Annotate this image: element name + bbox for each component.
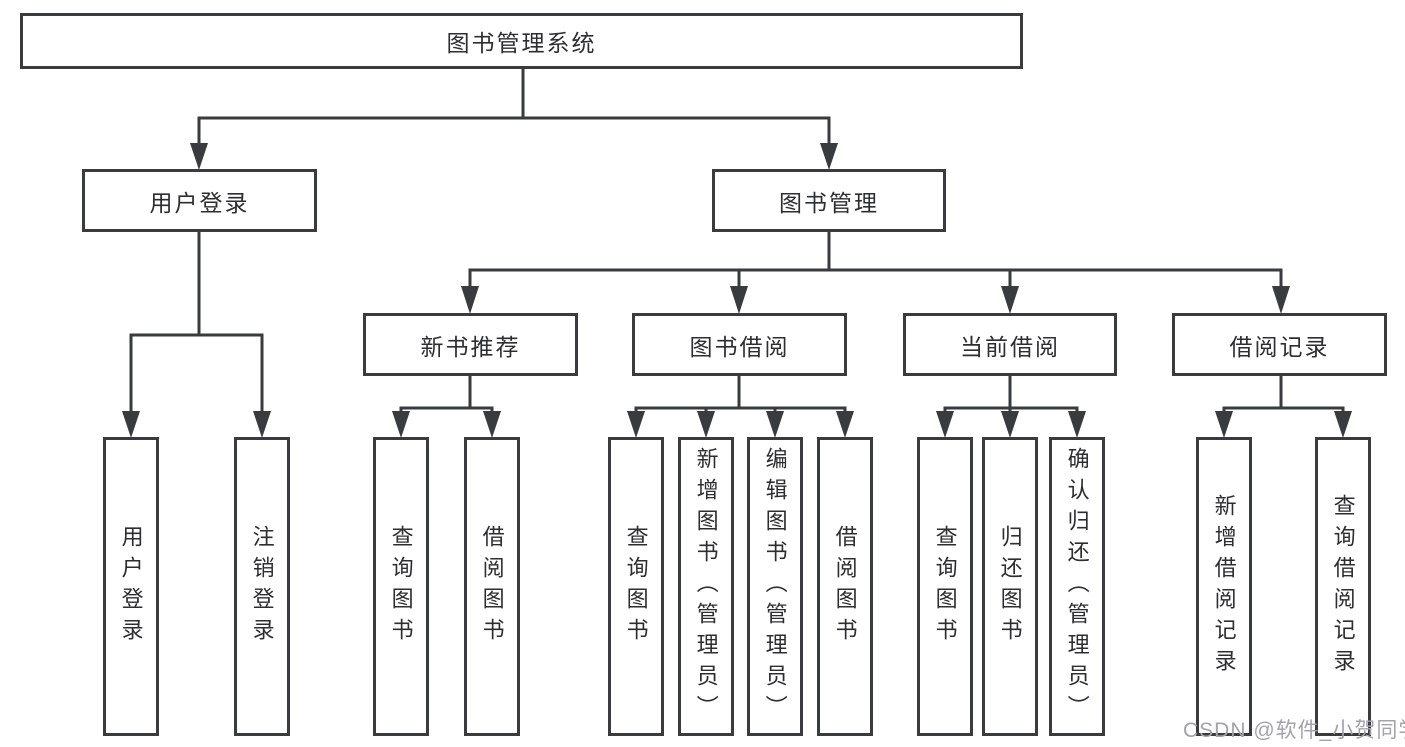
node-label: 借阅图书 [832,524,858,649]
leaf-edit-book-admin: 编辑图书（管理员） [747,437,803,736]
node-label: 图书管理系统 [446,30,597,56]
node-book-borrow: 图书借阅 [632,313,847,376]
leaf-query-borrow-record: 查询借阅记录 [1315,437,1371,736]
node-label: 查询借阅记录 [1330,493,1356,680]
node-label: 图书借阅 [689,333,790,360]
node-label: 借阅图书 [479,524,505,649]
leaf-query-books-recommend: 查询图书 [373,437,429,736]
node-label: 注销登录 [249,524,275,649]
leaf-query-books-borrow: 查询图书 [608,437,664,736]
node-label: 借阅记录 [1229,333,1330,360]
leaf-return-book: 归还图书 [982,437,1038,736]
node-label: 归还图书 [997,524,1023,649]
node-book-management: 图书管理 [712,169,946,232]
watermark-text: CSDN @软件_小贺同学 [1183,719,1405,742]
node-label: 确认归还（管理员） [1064,447,1090,726]
node-new-book-recommend: 新书推荐 [363,313,578,376]
node-label: 编辑图书（管理员） [762,447,788,726]
node-current-borrow: 当前借阅 [903,313,1117,376]
node-label: 查询图书 [932,524,958,649]
leaf-logout: 注销登录 [234,437,290,736]
node-label: 新书推荐 [420,333,521,360]
leaf-confirm-return-admin: 确认归还（管理员） [1049,437,1105,736]
node-label: 查询图书 [623,524,649,649]
node-label: 用户登录 [149,189,250,216]
leaf-query-books-current: 查询图书 [917,437,973,736]
leaf-borrow-books-recommend: 借阅图书 [464,437,520,736]
node-label: 新增图书（管理员） [693,447,719,726]
node-label: 当前借阅 [960,333,1060,360]
node-user-login: 用户登录 [82,169,317,232]
leaf-add-book-admin: 新增图书（管理员） [678,437,734,736]
node-root: 图书管理系统 [20,13,1023,69]
node-label: 查询图书 [388,524,414,649]
leaf-user-login: 用户登录 [103,437,159,736]
node-label: 新增借阅记录 [1211,493,1237,680]
leaf-borrow-books: 借阅图书 [817,437,873,736]
node-label: 用户登录 [118,524,144,649]
node-borrow-records: 借阅记录 [1172,313,1387,376]
leaf-add-borrow-record: 新增借阅记录 [1196,437,1252,736]
node-label: 图书管理 [779,189,879,216]
